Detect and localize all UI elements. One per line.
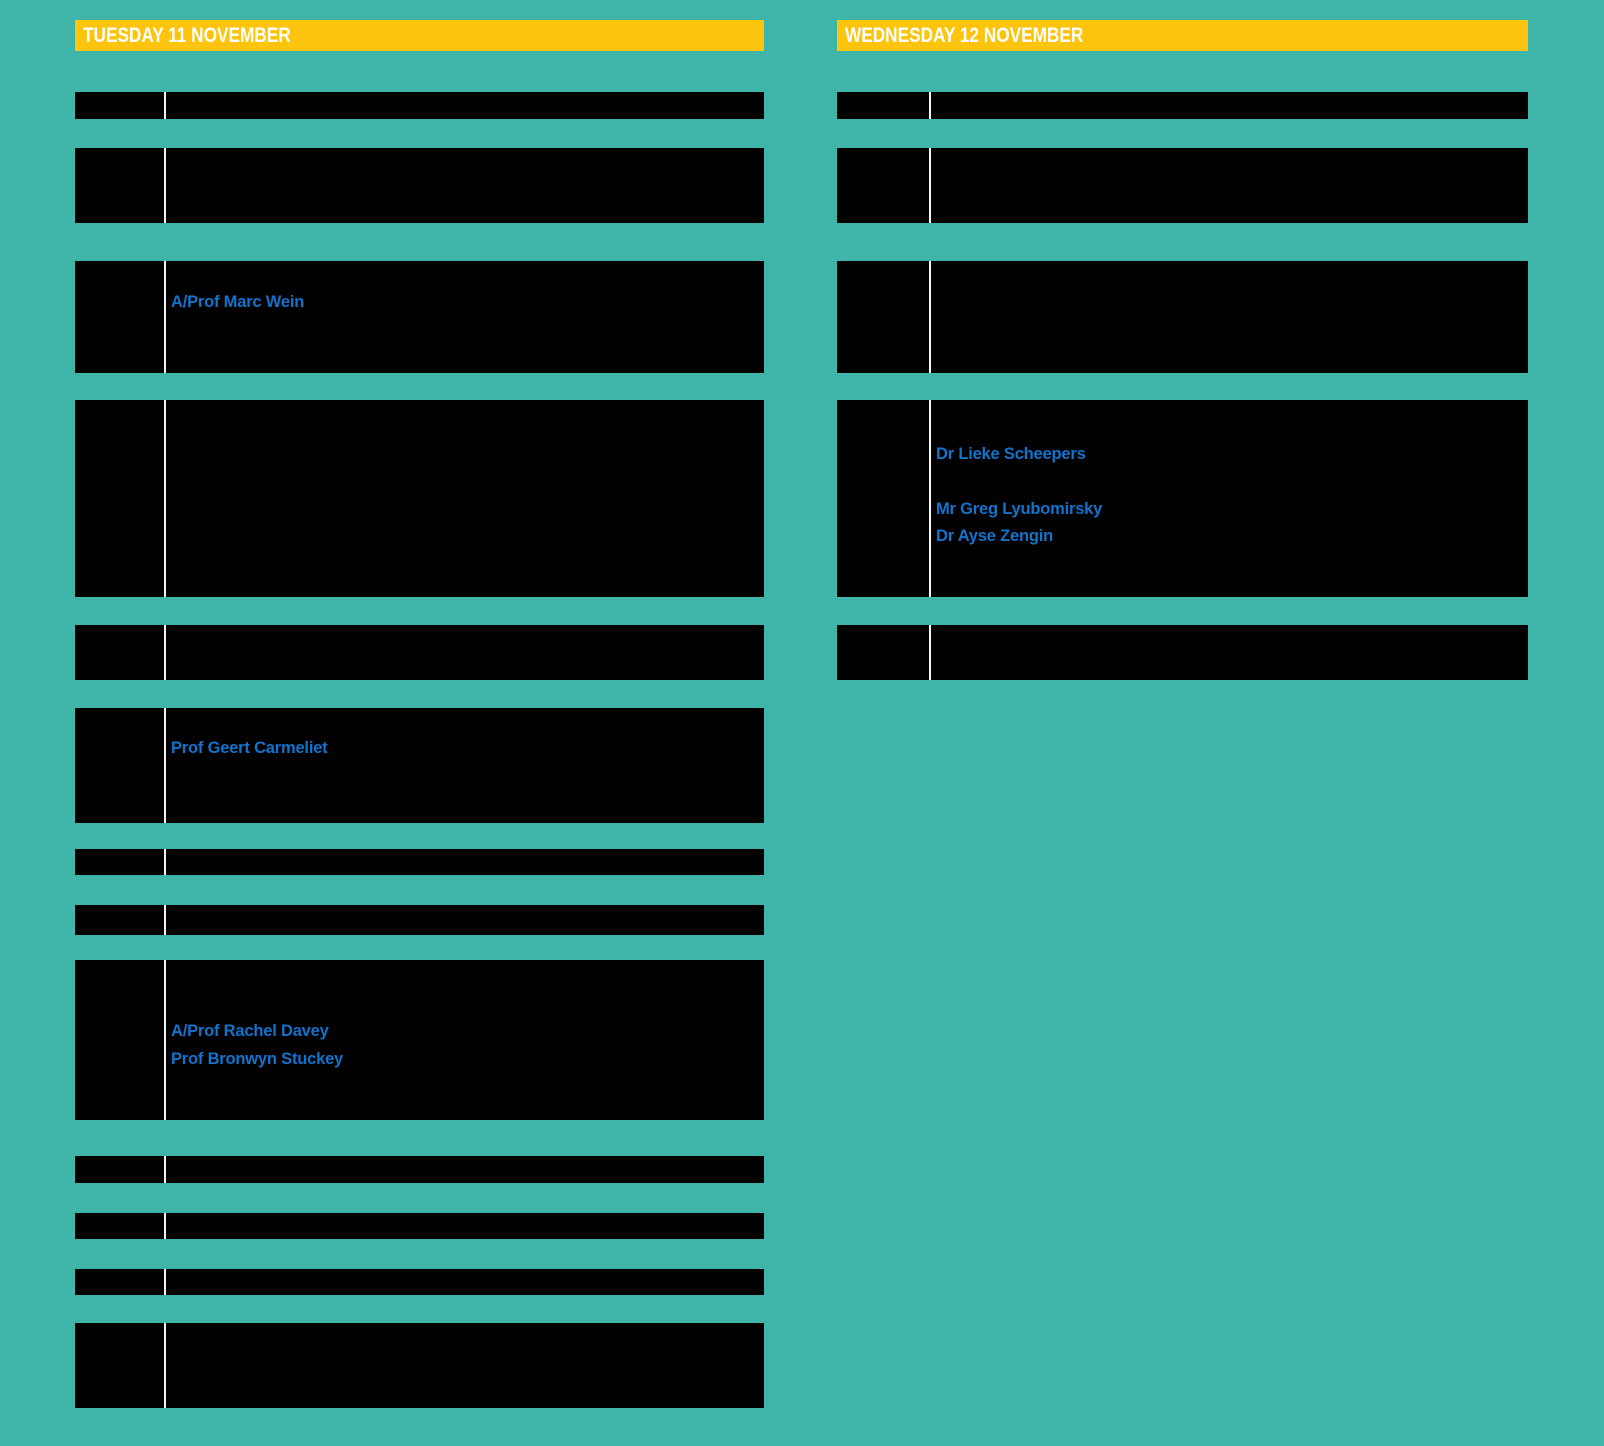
session-cell: A/Prof Rachel Davey Prof Bronwyn Stuckey [166,960,764,1120]
cell-divider [164,1213,166,1239]
time-cell [75,905,164,935]
time-cell [75,1156,164,1183]
speaker-name: A/Prof Rachel Davey [171,1022,329,1040]
schedule-row [837,625,1528,680]
cell-divider [164,708,166,823]
session-cell [931,148,1528,223]
session-cell [166,625,764,680]
session-cell [931,92,1528,119]
cell-divider [164,261,166,373]
time-cell [75,849,164,875]
time-cell [837,92,929,119]
schedule-row: A/Prof Rachel Davey Prof Bronwyn Stuckey [75,960,764,1120]
schedule-row [75,625,764,680]
tuesday-column: TUESDAY 11 NOVEMBER A/Prof Marc Wein [75,0,764,1446]
time-cell [837,400,929,597]
cell-divider [164,1323,166,1408]
wednesday-day-header: WEDNESDAY 12 NOVEMBER [837,20,1528,51]
speaker-name: Dr Lieke Scheepers [936,445,1086,463]
time-cell [75,708,164,823]
session-cell [166,1156,764,1183]
speaker-name: Dr Ayse Zengin [936,527,1054,545]
schedule-row [837,148,1528,223]
time-cell [75,92,164,119]
session-cell [166,148,764,223]
cell-divider [164,1156,166,1183]
schedule-row [837,92,1528,119]
cell-divider [164,1269,166,1295]
schedule-row [75,849,764,875]
speaker-name: A/Prof Marc Wein [171,293,305,311]
time-cell [837,261,929,373]
cell-divider [164,849,166,875]
session-cell [931,625,1528,680]
time-cell [75,261,164,373]
session-cell: Prof Geert Carmeliet [166,708,764,823]
time-cell [75,625,164,680]
time-cell [837,625,929,680]
session-cell [166,1323,764,1408]
tuesday-day-header: TUESDAY 11 NOVEMBER [75,20,764,51]
schedule-row [75,400,764,597]
schedule-row [75,905,764,935]
cell-divider [929,625,931,680]
cell-divider [164,960,166,1120]
session-cell [166,849,764,875]
schedule-row [75,1269,764,1295]
time-cell [75,960,164,1120]
cell-divider [929,400,931,597]
cell-divider [164,625,166,680]
schedule-row [75,1156,764,1183]
time-cell [75,400,164,597]
schedule-row [837,261,1528,373]
session-cell: Dr Lieke Scheepers Mr Greg Lyubomirsky D… [931,400,1528,597]
speaker-name: Prof Geert Carmeliet [171,739,328,757]
cell-divider [164,400,166,597]
cell-divider [929,261,931,373]
schedule-row: Dr Lieke Scheepers Mr Greg Lyubomirsky D… [837,400,1528,597]
cell-divider [929,148,931,223]
time-cell [75,1213,164,1239]
session-cell [166,92,764,119]
tuesday-day-header-label: TUESDAY 11 NOVEMBER [83,24,291,47]
schedule-row: Prof Geert Carmeliet [75,708,764,823]
time-cell [837,148,929,223]
session-cell [166,400,764,597]
cell-divider [929,92,931,119]
time-cell [75,1269,164,1295]
time-cell [75,148,164,223]
schedule-row [75,148,764,223]
session-cell [931,261,1528,373]
session-cell: A/Prof Marc Wein [166,261,764,373]
time-cell [75,1323,164,1408]
cell-divider [164,92,166,119]
wednesday-column: WEDNESDAY 12 NOVEMBER Dr Lieke Scheepers… [837,0,1528,1446]
session-cell [166,1269,764,1295]
schedule-row: A/Prof Marc Wein [75,261,764,373]
cell-divider [164,148,166,223]
wednesday-day-header-label: WEDNESDAY 12 NOVEMBER [845,24,1084,47]
session-cell [166,905,764,935]
speaker-name: Mr Greg Lyubomirsky [936,500,1103,518]
schedule-row [75,1213,764,1239]
cell-divider [164,905,166,935]
schedule-row [75,1323,764,1408]
session-cell [166,1213,764,1239]
speaker-name: Prof Bronwyn Stuckey [171,1050,344,1068]
schedule-row [75,92,764,119]
